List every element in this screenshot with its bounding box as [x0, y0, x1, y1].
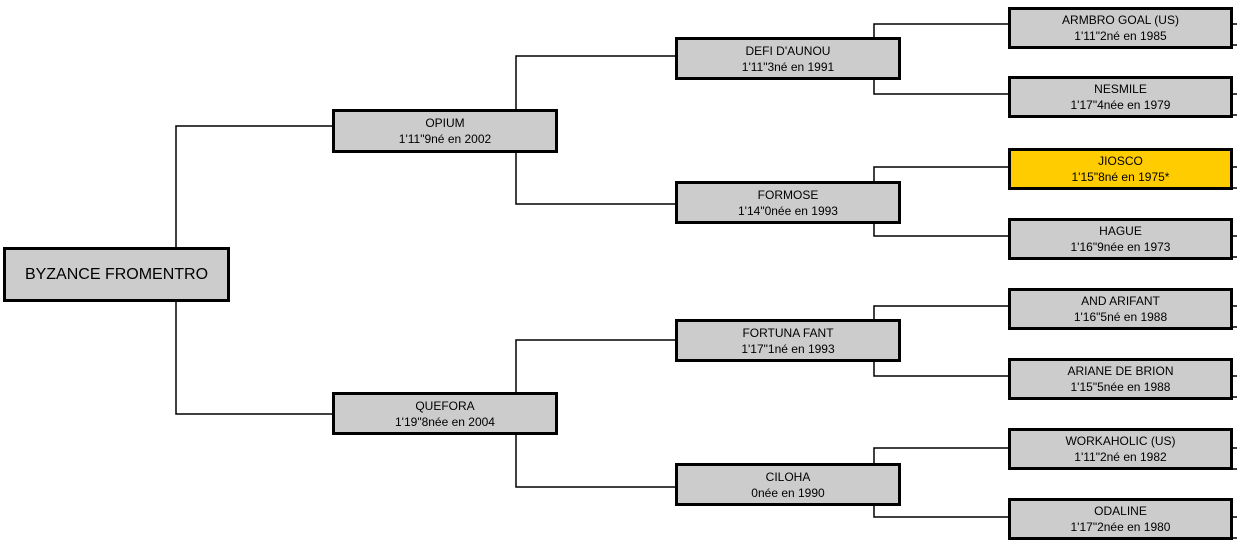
- grandparent-box[interactable]: FORTUNA FANT 1'17"1né en 1993: [675, 319, 901, 362]
- horse-name: NESMILE: [1094, 82, 1147, 96]
- great-grandparent-box[interactable]: HAGUE 1'16"9née en 1973: [1008, 218, 1233, 260]
- horse-name: WORKAHOLIC (US): [1065, 434, 1176, 448]
- horse-name: FORMOSE: [757, 187, 819, 202]
- horse-record: 1'11"9né en 2002: [398, 132, 492, 146]
- grandparent-box[interactable]: FORMOSE 1'14"0née en 1993: [675, 181, 901, 224]
- horse-record: 1'16"5né en 1988: [1073, 310, 1168, 324]
- horse-name: ODALINE: [1094, 504, 1147, 518]
- horse-record: 1'11"2né en 1982: [1074, 450, 1167, 464]
- horse-name: HAGUE: [1099, 224, 1142, 238]
- horse-name: ARIANE DE BRION: [1067, 364, 1174, 378]
- horse-record: 1'11"2né en 1985: [1074, 29, 1167, 43]
- horse-record: 1'17"4née en 1979: [1070, 98, 1171, 112]
- horse-record: 1'15"8né en 1975*: [1071, 170, 1170, 184]
- horse-record: 1'16"9née en 1973: [1070, 240, 1171, 254]
- great-grandparent-box[interactable]: ARMBRO GOAL (US) 1'11"2né en 1985: [1008, 7, 1233, 49]
- root-horse-box[interactable]: BYZANCE FROMENTRO: [3, 247, 230, 302]
- horse-record: 1'17"2née en 1980: [1070, 520, 1171, 534]
- horse-record: 1'15"5née en 1988: [1070, 380, 1171, 394]
- horse-name: OPIUM: [425, 116, 465, 130]
- great-grandparent-box[interactable]: ODALINE 1'17"2née en 1980: [1008, 498, 1233, 540]
- horse-record: 1'11"3né en 1991: [741, 59, 835, 74]
- horse-record: 1'19"8née en 2004: [395, 414, 495, 429]
- horse-name: QUEFORA: [415, 398, 475, 413]
- horse-name: FORTUNA FANT: [742, 325, 834, 340]
- grandparent-box[interactable]: CILOHA 0née en 1990: [675, 463, 901, 506]
- horse-record: 0née en 1990: [751, 485, 825, 500]
- great-grandparent-box[interactable]: WORKAHOLIC (US) 1'11"2né en 1982: [1008, 428, 1233, 470]
- horse-name: CILOHA: [765, 469, 811, 484]
- horse-name: DEFI D'AUNOU: [745, 43, 831, 58]
- horse-name: BYZANCE FROMENTRO: [24, 265, 209, 283]
- great-grandparent-box-highlighted[interactable]: JIOSCO 1'15"8né en 1975*: [1008, 148, 1233, 190]
- horse-record: 1'17"1né en 1993: [741, 341, 835, 356]
- horse-record: 1'14"0née en 1993: [738, 203, 838, 218]
- grandparent-box[interactable]: DEFI D'AUNOU 1'11"3né en 1991: [675, 37, 901, 80]
- horse-name: AND ARIFANT: [1081, 294, 1160, 308]
- dam-box[interactable]: QUEFORA 1'19"8née en 2004: [332, 392, 558, 435]
- great-grandparent-box[interactable]: AND ARIFANT 1'16"5né en 1988: [1008, 288, 1233, 330]
- sire-box[interactable]: OPIUM 1'11"9né en 2002: [332, 109, 558, 153]
- great-grandparent-box[interactable]: ARIANE DE BRION 1'15"5née en 1988: [1008, 358, 1233, 400]
- horse-name: ARMBRO GOAL (US): [1062, 13, 1179, 27]
- horse-name: JIOSCO: [1098, 154, 1143, 168]
- great-grandparent-box[interactable]: NESMILE 1'17"4née en 1979: [1008, 76, 1233, 118]
